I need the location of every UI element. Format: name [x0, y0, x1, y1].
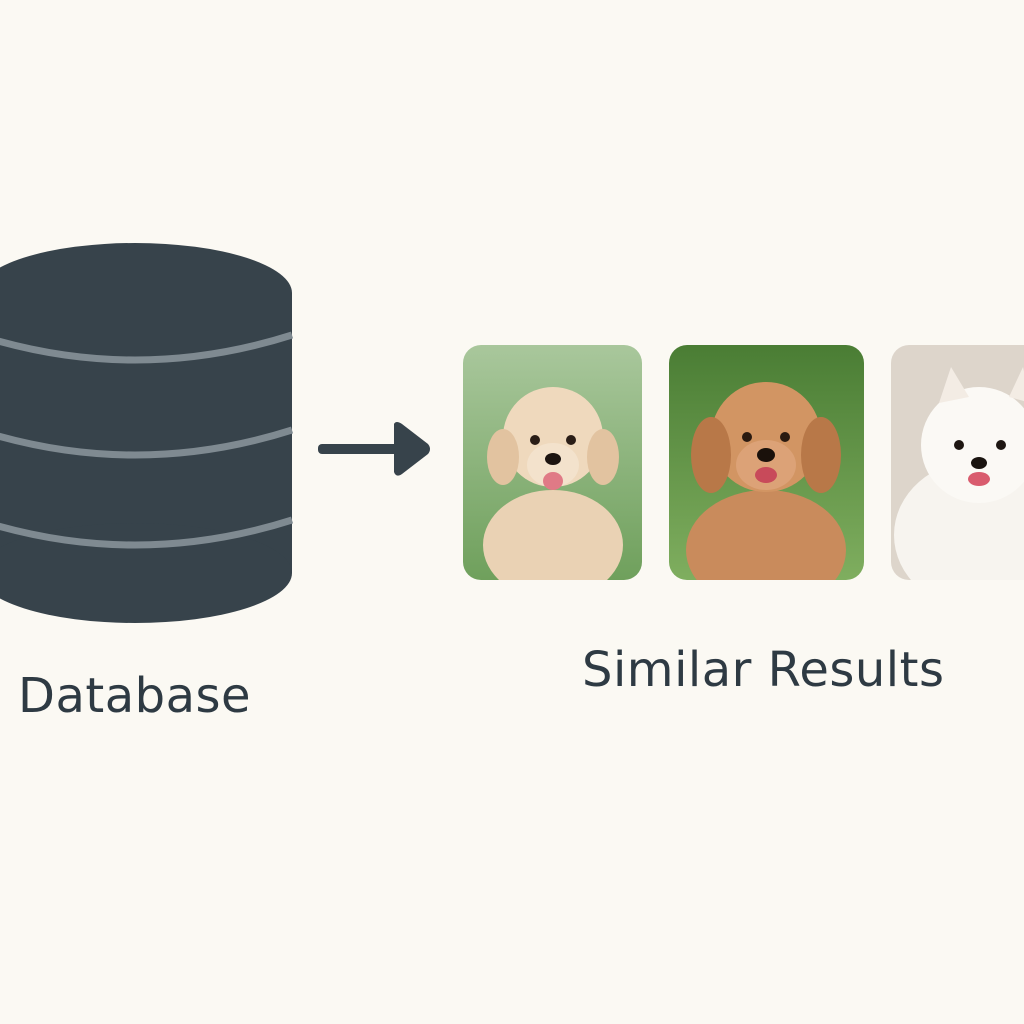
arrow-right-icon — [318, 422, 430, 476]
database-icon — [0, 243, 294, 623]
goldendoodle-illustration — [669, 345, 864, 580]
similar-results-label: Similar Results — [582, 642, 945, 698]
result-image-goldendoodle[interactable] — [669, 345, 864, 580]
result-image-poodle[interactable] — [463, 345, 642, 580]
poodle-illustration — [463, 345, 642, 580]
result-image-pomeranian[interactable] — [891, 345, 1024, 580]
pomeranian-illustration — [891, 345, 1024, 580]
database-label: Database — [18, 668, 252, 724]
